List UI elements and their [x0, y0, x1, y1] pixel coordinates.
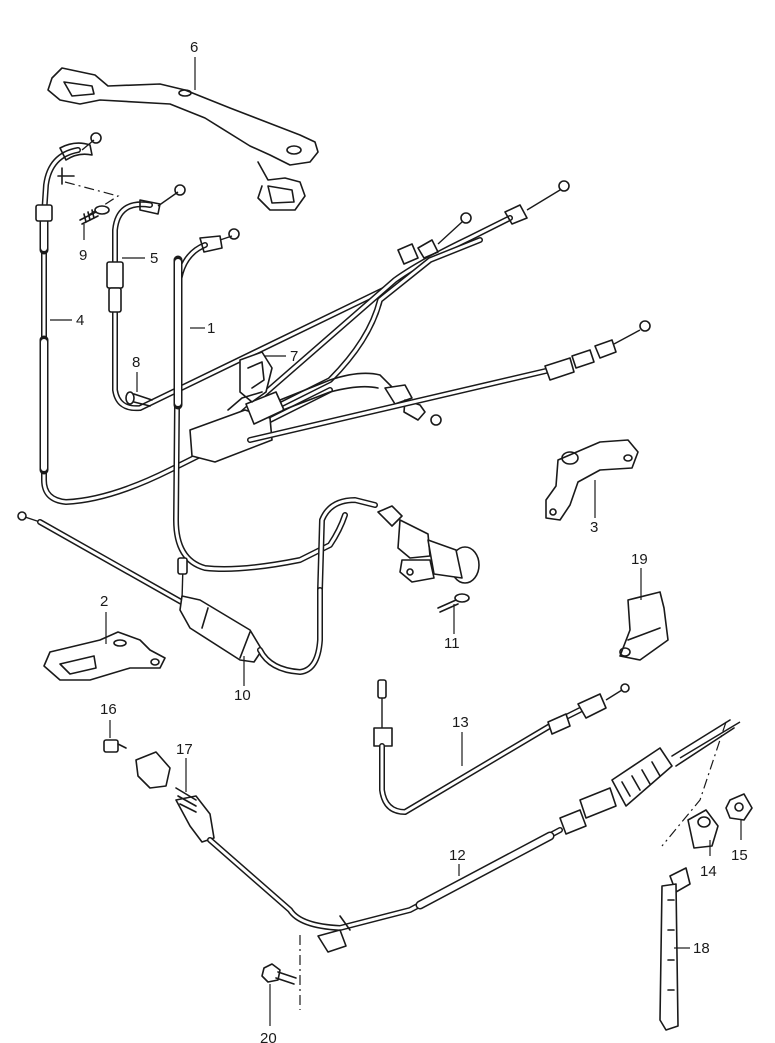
- callout-13: 13: [452, 714, 469, 731]
- part-11-choke-knob: [317, 497, 480, 613]
- callout-10: 10: [234, 687, 251, 704]
- part-4-cable: [35, 132, 333, 505]
- callout-19: 19: [631, 551, 648, 568]
- callout-15: 15: [731, 847, 748, 864]
- part-19-bracket: [619, 591, 669, 661]
- callout-7: 7: [290, 348, 298, 365]
- part-16-screw: [103, 739, 127, 753]
- part-20-bolt: [261, 963, 297, 985]
- part-10-cable: [17, 511, 323, 675]
- part-7-clip: [227, 351, 273, 411]
- callouts: 6 1 2 3 4 5 7 8 9 10 11 12 13 14 15 16 1…: [76, 39, 748, 1043]
- part-5-cable: [106, 184, 403, 412]
- part-15-nut: [725, 793, 753, 821]
- callout-5: 5: [150, 250, 158, 267]
- callout-6: 6: [190, 39, 198, 56]
- part-1-cable: [173, 180, 570, 572]
- callout-12: 12: [449, 847, 466, 864]
- part-9-screw: [79, 205, 110, 225]
- part-2-bracket: [43, 631, 166, 681]
- part-18-strap: [659, 867, 691, 1031]
- cable-junction-block: [189, 372, 442, 463]
- callout-2: 2: [100, 593, 108, 610]
- callout-3: 3: [590, 519, 598, 536]
- part-13-cable: [373, 679, 630, 815]
- callout-17: 17: [176, 741, 193, 758]
- callout-18: 18: [693, 940, 710, 957]
- callout-9: 9: [79, 247, 87, 264]
- callout-20: 20: [260, 1030, 277, 1043]
- part-6-bracket: [47, 67, 319, 211]
- part-14-collar: [687, 809, 719, 849]
- part-17-clip: [175, 787, 197, 813]
- part-8-screw: [125, 391, 153, 407]
- callout-1: 1: [207, 320, 215, 337]
- callout-16: 16: [100, 701, 117, 718]
- callout-14: 14: [700, 863, 717, 880]
- callout-4: 4: [76, 312, 84, 329]
- callout-11: 11: [444, 635, 460, 652]
- leader-lines: [50, 57, 742, 1026]
- part-12-cable: [135, 719, 741, 1010]
- callout-8: 8: [132, 354, 140, 371]
- throttle-cable-right: [247, 320, 651, 443]
- part-3-bracket: [545, 439, 639, 521]
